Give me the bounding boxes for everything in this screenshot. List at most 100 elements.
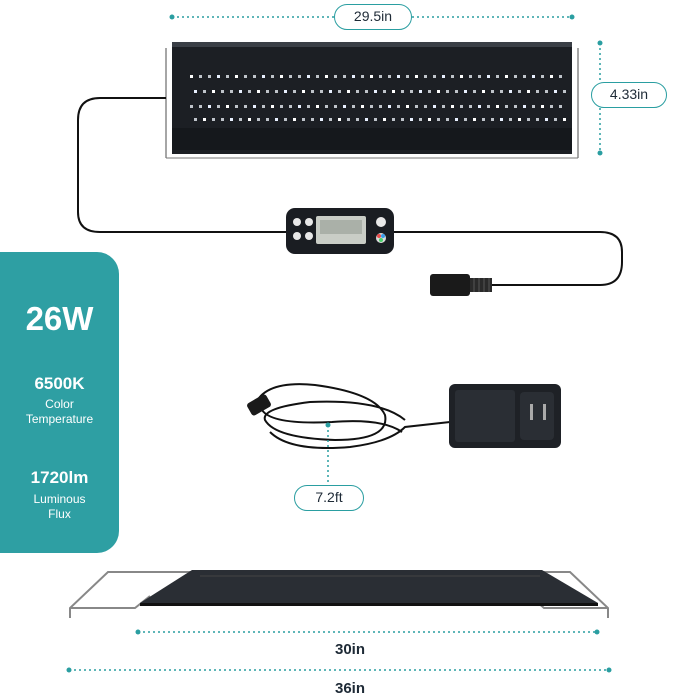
led-dot: [208, 75, 211, 78]
led-light-fixture: [165, 42, 579, 159]
led-dot: [550, 75, 553, 78]
led-dot: [253, 105, 256, 108]
led-dot: [415, 75, 418, 78]
led-dot: [320, 90, 323, 93]
led-dot: [343, 75, 346, 78]
lumen-label-2: Flux: [48, 507, 71, 521]
led-dot: [307, 75, 310, 78]
led-dot: [325, 105, 328, 108]
led-dot: [532, 105, 535, 108]
led-dot: [473, 90, 476, 93]
led-dot: [419, 90, 422, 93]
led-dot: [239, 118, 242, 121]
led-dot: [487, 105, 490, 108]
led-dot: [352, 75, 355, 78]
led-dot: [334, 75, 337, 78]
led-dot: [217, 75, 220, 78]
led-dot: [446, 118, 449, 121]
led-dot: [338, 90, 341, 93]
led-dot: [478, 105, 481, 108]
led-dot: [392, 90, 395, 93]
led-dot: [289, 105, 292, 108]
led-dot: [293, 118, 296, 121]
led-dot: [541, 75, 544, 78]
led-dot: [536, 90, 539, 93]
led-dot: [289, 75, 292, 78]
led-dot: [338, 118, 341, 121]
led-dot: [496, 105, 499, 108]
led-dot: [433, 75, 436, 78]
led-dot: [352, 105, 355, 108]
led-dot: [203, 90, 206, 93]
led-dot: [527, 90, 530, 93]
led-dot: [226, 105, 229, 108]
led-dot: [298, 105, 301, 108]
color-temp-label-1: Color: [45, 397, 74, 411]
led-dot: [194, 118, 197, 121]
led-dot: [406, 75, 409, 78]
timer-controller: [286, 208, 394, 254]
led-dot: [262, 105, 265, 108]
led-dot: [550, 105, 553, 108]
led-dot: [221, 118, 224, 121]
led-dot: [460, 105, 463, 108]
led-dot: [221, 90, 224, 93]
led-dot: [199, 105, 202, 108]
led-dot: [257, 118, 260, 121]
led-dot: [208, 105, 211, 108]
led-dot: [325, 75, 328, 78]
led-dot: [356, 118, 359, 121]
led-dot: [361, 75, 364, 78]
cable-length-label: 7.2ft: [294, 485, 364, 511]
led-dot: [235, 105, 238, 108]
led-dot: [266, 90, 269, 93]
led-dot: [460, 75, 463, 78]
led-dot: [541, 105, 544, 108]
led-dot: [199, 75, 202, 78]
led-dot: [275, 118, 278, 121]
led-dot: [392, 118, 395, 121]
bracket-width-label: 36in: [334, 680, 365, 697]
color-temp-value: 6500K: [34, 374, 85, 393]
led-dot: [455, 90, 458, 93]
led-dot: [212, 90, 215, 93]
led-dot: [500, 118, 503, 121]
led-dot: [464, 90, 467, 93]
led-dot: [334, 105, 337, 108]
led-dot: [464, 118, 467, 121]
led-dot: [428, 90, 431, 93]
led-dot: [311, 90, 314, 93]
led-dot: [253, 75, 256, 78]
led-dot: [505, 105, 508, 108]
led-dot: [397, 75, 400, 78]
led-dot: [532, 75, 535, 78]
wattage-value: 26W: [25, 300, 94, 337]
led-dot: [388, 105, 391, 108]
led-dot: [554, 118, 557, 121]
bracket-width-dimension-line: [66, 667, 612, 673]
led-dot: [518, 90, 521, 93]
led-dot: [451, 105, 454, 108]
led-dot: [307, 105, 310, 108]
led-dot: [365, 90, 368, 93]
led-dot: [514, 105, 517, 108]
led-dot: [491, 118, 494, 121]
led-dot: [397, 105, 400, 108]
led-dot: [433, 105, 436, 108]
led-dot: [545, 118, 548, 121]
led-dot: [262, 75, 265, 78]
led-dot: [451, 75, 454, 78]
led-dot: [280, 105, 283, 108]
led-dot: [356, 90, 359, 93]
led-dot: [437, 90, 440, 93]
led-dot: [280, 75, 283, 78]
led-dot: [527, 118, 530, 121]
led-dot: [343, 105, 346, 108]
led-dot: [554, 90, 557, 93]
led-dot: [491, 90, 494, 93]
led-dot: [559, 105, 562, 108]
led-dot: [401, 90, 404, 93]
led-dot: [455, 118, 458, 121]
led-dot: [428, 118, 431, 121]
led-dot: [383, 118, 386, 121]
